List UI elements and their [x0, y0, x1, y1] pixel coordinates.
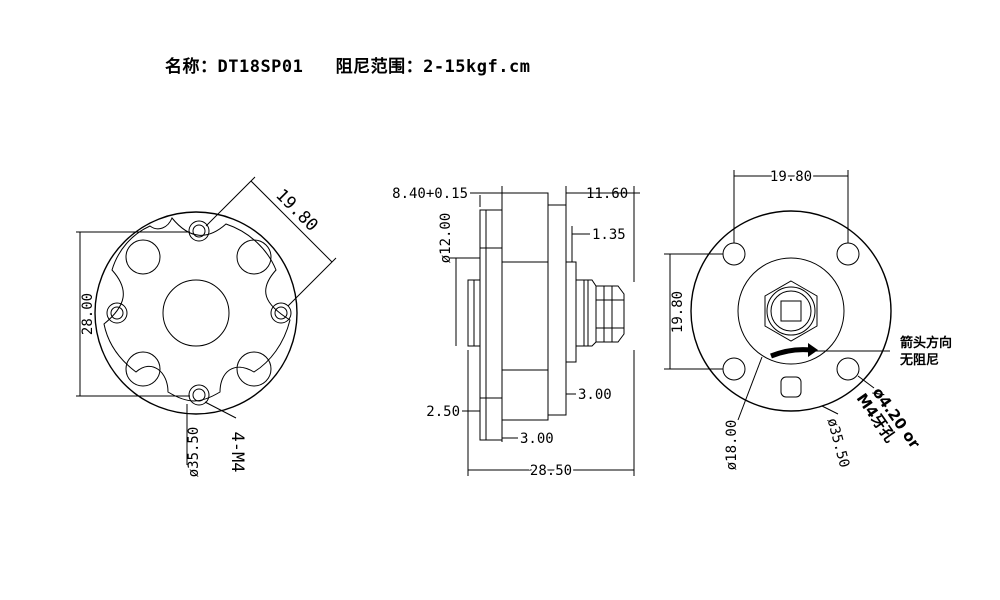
dim-shaft-diameter-label: ø12.00 [438, 213, 454, 264]
step-ring [565, 261, 577, 363]
rotation-arrow [770, 347, 812, 359]
arrow-note-line2: 无阻尼 [899, 353, 939, 368]
dim-outer-diameter-label: ø35.50 [824, 416, 853, 469]
mount-hole-bottom-right [836, 357, 860, 381]
mount-hole-bottom-left [722, 357, 746, 381]
dim-step-label: 1.35 [592, 227, 626, 243]
key-slot [780, 376, 802, 398]
dim-bottom-gap-label: 3.00 [520, 431, 554, 447]
pocket-bottom-right [236, 351, 272, 387]
dim-height-right-label: 19.80 [670, 291, 686, 333]
lobed-plate-outline [103, 217, 291, 402]
dim-top-width-label: 11.60 [586, 186, 628, 202]
dim-height-label: 28.00 [80, 293, 96, 335]
pocket-top-right [236, 239, 272, 275]
cover-plate [547, 204, 567, 416]
drawing-title: 名称：DT18SP01 阻尼范围：2-15kgf.cm [165, 57, 531, 77]
left-view: 28.00 19.80 ø35.50 4-M4 [76, 176, 337, 478]
hex-nut-front [764, 280, 818, 342]
shaft-square [780, 300, 802, 322]
housing-body [501, 192, 549, 421]
dim-left-step-label: 2.50 [426, 404, 460, 420]
arrow-note-line1: 箭头方向 [900, 335, 952, 351]
pocket-bottom-left [125, 351, 161, 387]
m4-hole-top [188, 220, 210, 242]
right-view: 19.80 19.80 ø18.00 ø35.50 箭头方向 无阻尼 ø4.20… [664, 167, 952, 471]
dim-line-bolt-spacing [250, 180, 333, 263]
inner-circle [737, 257, 845, 365]
dim-inner-diameter-label: ø18.00 [724, 420, 740, 471]
flange-plate [479, 209, 503, 441]
dim-flange-thickness-label: 8.40+0.15 [392, 186, 468, 202]
mount-hole-top-left [722, 242, 746, 266]
pocket-top-left [125, 239, 161, 275]
dim-thread-label: 4-M4 [227, 432, 247, 473]
dim-total-length-label: 28.50 [530, 463, 572, 479]
hex-nut-side [583, 279, 625, 347]
m4-hole-right [270, 302, 292, 324]
m4-hole-left [106, 302, 128, 324]
mount-hole-top-right [836, 242, 860, 266]
dim-width-right-label: 19.80 [770, 169, 812, 185]
dim-right-gap-label: 3.00 [578, 387, 612, 403]
dim-bolt-spacing-label: 19.80 [271, 185, 321, 235]
m4-hole-bottom [188, 384, 210, 406]
middle-view: 8.40+0.15 11.60 1.35 ø12.00 3.00 2.50 3.… [392, 186, 640, 481]
dim-diameter-label: ø35.50 [186, 427, 202, 478]
rotation-arrowhead [808, 343, 818, 357]
outer-flange-circle-right [690, 210, 892, 412]
center-bore [162, 279, 230, 347]
outer-flange-circle [94, 211, 298, 415]
